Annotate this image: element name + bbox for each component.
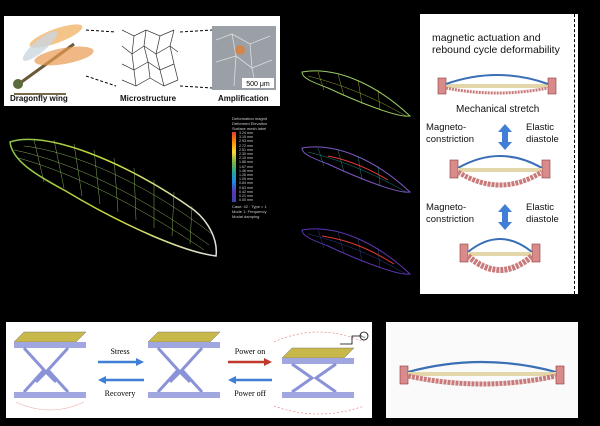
- lattice-structure-1: [13, 331, 87, 411]
- label-elastic-diastole-2: Elastic diastole: [526, 202, 559, 225]
- label-microstructure: Microstructure: [120, 94, 177, 103]
- legend-footer-2: Modal damping: [232, 214, 260, 219]
- legend-value: 0.84 mm: [239, 181, 253, 186]
- label-power-off: Power off: [234, 389, 266, 398]
- legend-footer-1: Mode 1: Frequency: [232, 209, 267, 214]
- label-dragonfly-wing: Dragonfly wing: [10, 94, 68, 103]
- double-arrow-icon: [498, 204, 512, 230]
- ac-source-icon: [359, 331, 369, 341]
- legend-footer-0: Case: 42 : Type = 1: [232, 204, 267, 209]
- legend-value: 1.26 mm: [239, 173, 253, 177]
- membrane-diagram: [399, 360, 565, 387]
- legend-header-0: Deformation magnit: [232, 116, 267, 121]
- label-magneto-constriction-2: Magneto- constriction: [426, 202, 475, 225]
- legend-value: 0.63 mm: [239, 185, 253, 190]
- wing-fem-small-2: [301, 146, 412, 193]
- dragonfly-illustration: 500 μm: [13, 24, 276, 95]
- legend-value: 1.67 mm: [239, 164, 253, 169]
- label-power-on: Power on: [235, 347, 265, 356]
- legend-value: 0.21 mm: [239, 194, 253, 198]
- legend-value: 3.24 mm: [239, 131, 253, 135]
- label-elastic-diastole-1: Elastic diastole: [526, 122, 559, 145]
- svg-text:~: ~: [361, 334, 366, 341]
- legend-header-1: Deformed Elevation: [232, 121, 268, 126]
- label-mechanical-stretch: Mechanical stretch: [456, 104, 540, 115]
- membrane-state-2: [449, 155, 551, 188]
- legend-value: 3.15 mm: [239, 135, 253, 140]
- lattice-panel: Stress Recovery Power on Power off ~: [6, 322, 372, 418]
- wing-fem-small-1: [301, 70, 412, 117]
- lattice-structure-3: ~: [273, 331, 369, 415]
- wing-fem-large: [9, 138, 217, 257]
- membrane-panel: [386, 322, 578, 418]
- legend-value: 2.30 mm: [239, 152, 253, 156]
- legend-value: 1.05 mm: [239, 177, 253, 182]
- double-arrow-icon: [498, 124, 512, 150]
- legend-value: 0.42 mm: [239, 189, 253, 194]
- legend-value: 2.10 mm: [239, 156, 253, 161]
- label-recovery: Recovery: [105, 389, 136, 398]
- dragonfly-panel: 500 μm Dragonfly wing Microstructure Amp…: [4, 16, 280, 106]
- legend-value: 2.51 mm: [239, 147, 253, 152]
- lattice-diagram: Stress Recovery Power on Power off ~: [13, 331, 369, 415]
- label-amplification: Amplification: [218, 94, 269, 103]
- legend-value: 1.88 mm: [239, 160, 253, 165]
- legend-value: 1.46 mm: [239, 168, 253, 173]
- membrane-state-3: [459, 238, 541, 273]
- scale-bar-label: 500 μm: [246, 81, 270, 88]
- wing-fem-small-3: [301, 228, 412, 275]
- label-stress: Stress: [110, 347, 129, 356]
- membrane-state-stretch: [437, 74, 557, 95]
- microstructure-network: [121, 29, 179, 87]
- actuation-title: magnetic actuation and rebound cycle def…: [432, 32, 560, 56]
- legend-colorbar: [232, 132, 236, 202]
- legend-value: 2.72 mm: [239, 143, 253, 148]
- deformation-legend: Deformation magnit Deformed Elevation Su…: [230, 116, 286, 219]
- legend-value: 2.93 mm: [239, 139, 253, 144]
- actuation-panel: magnetic actuation and rebound cycle def…: [420, 14, 578, 294]
- label-magneto-constriction-1: Magneto- constriction: [426, 122, 475, 145]
- legend-header-2: Surface mesh label: [232, 126, 267, 131]
- legend-value: 0.00 mm: [239, 198, 253, 203]
- lattice-structure-2: [147, 331, 221, 398]
